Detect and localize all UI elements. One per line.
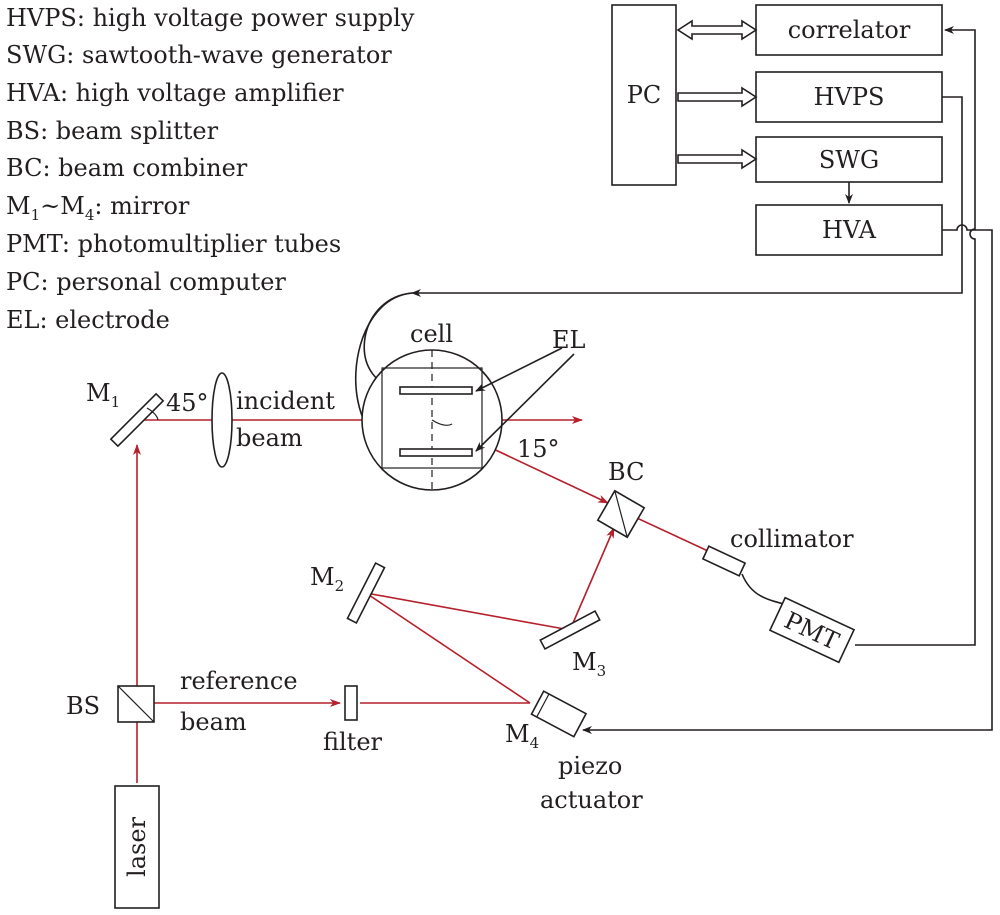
legend-item: EL: electrode	[6, 306, 170, 334]
electrode-top	[399, 386, 473, 395]
pmt: PMT	[768, 596, 856, 664]
laser-box	[114, 785, 160, 909]
legend-item-mirror: M1~M4: mirror	[6, 192, 190, 224]
wire-hvps-cell	[411, 96, 963, 297]
mirror-m3	[539, 609, 601, 651]
legend-item: BC: beam combiner	[6, 154, 248, 182]
beam-m3-bc	[569, 527, 615, 631]
piezo-label-1: piezo	[558, 752, 622, 780]
collimator-label: collimator	[730, 525, 854, 553]
hollow-arrow-pc-swg	[677, 148, 758, 170]
mirror-m2	[346, 562, 386, 624]
beam-combiner	[596, 489, 646, 539]
optics: PMT laser	[109, 347, 856, 909]
incident-label-2: beam	[236, 424, 303, 452]
m2-label: M2	[310, 563, 344, 595]
correlator-box	[755, 4, 943, 56]
mirror-m4-piezo	[530, 690, 588, 738]
labels: M1 45° incident beam cell EL 15° BC coll…	[66, 320, 854, 814]
legend-item: HVPS: high voltage power supply	[6, 4, 415, 32]
m4-label: M4	[505, 720, 539, 752]
swg-box	[755, 136, 943, 183]
m1-label: M1	[86, 379, 120, 411]
angle-arc-15	[431, 419, 453, 426]
piezo-label-2: actuator	[540, 786, 643, 814]
hva-box	[755, 204, 943, 256]
laser-label: laser	[123, 816, 151, 877]
double-arrow-pc-correlator	[676, 19, 758, 41]
lens	[211, 372, 233, 468]
angle-arc-45	[146, 407, 159, 421]
angle-15-label: 15°	[517, 435, 560, 463]
wire-hva-piezo	[582, 224, 993, 734]
el-pointer-top	[475, 347, 563, 392]
reference-label-1: reference	[180, 667, 298, 695]
hvps-box	[755, 71, 943, 123]
legend-item: PC: personal computer	[6, 268, 286, 296]
pc-box	[611, 4, 677, 186]
beam-m4-m2	[365, 592, 531, 704]
bc-label: BC	[608, 458, 644, 486]
angle-45-label: 45°	[166, 389, 209, 417]
el-pointer-bottom	[475, 353, 575, 452]
legend-item: BS: beam splitter	[6, 117, 219, 145]
electrode-bottom	[399, 448, 473, 457]
legend-item: SWG: sawtooth-wave generator	[6, 41, 392, 69]
collimator	[701, 545, 747, 577]
hvps-label: HVPS	[814, 83, 885, 111]
mirror-m1	[109, 392, 165, 448]
incident-label-1: incident	[236, 387, 335, 415]
legend-item: PMT: photomultiplier tubes	[6, 230, 341, 258]
swg-label: SWG	[819, 146, 879, 174]
cell-label: cell	[410, 320, 453, 348]
hva-label: HVA	[822, 216, 877, 244]
wire-pmt-correlator	[855, 26, 976, 646]
filter	[344, 685, 358, 721]
legend-item: HVA: high voltage amplifier	[6, 79, 344, 107]
m3-label: M3	[572, 648, 606, 680]
el-label: EL	[552, 326, 586, 354]
filter-label: filter	[323, 728, 383, 756]
legend: HVPS: high voltage power supply SWG: saw…	[6, 4, 415, 334]
reference-label-2: beam	[180, 708, 247, 736]
beam-m2-m3	[365, 592, 571, 631]
beam-splitter	[117, 685, 155, 723]
hollow-arrow-pc-hvps	[677, 86, 758, 108]
bs-label: BS	[66, 692, 100, 720]
electronics: PC correlator HVPS SWG HVA	[611, 4, 943, 256]
correlator-label: correlator	[788, 16, 911, 44]
pc-label: PC	[627, 81, 662, 109]
